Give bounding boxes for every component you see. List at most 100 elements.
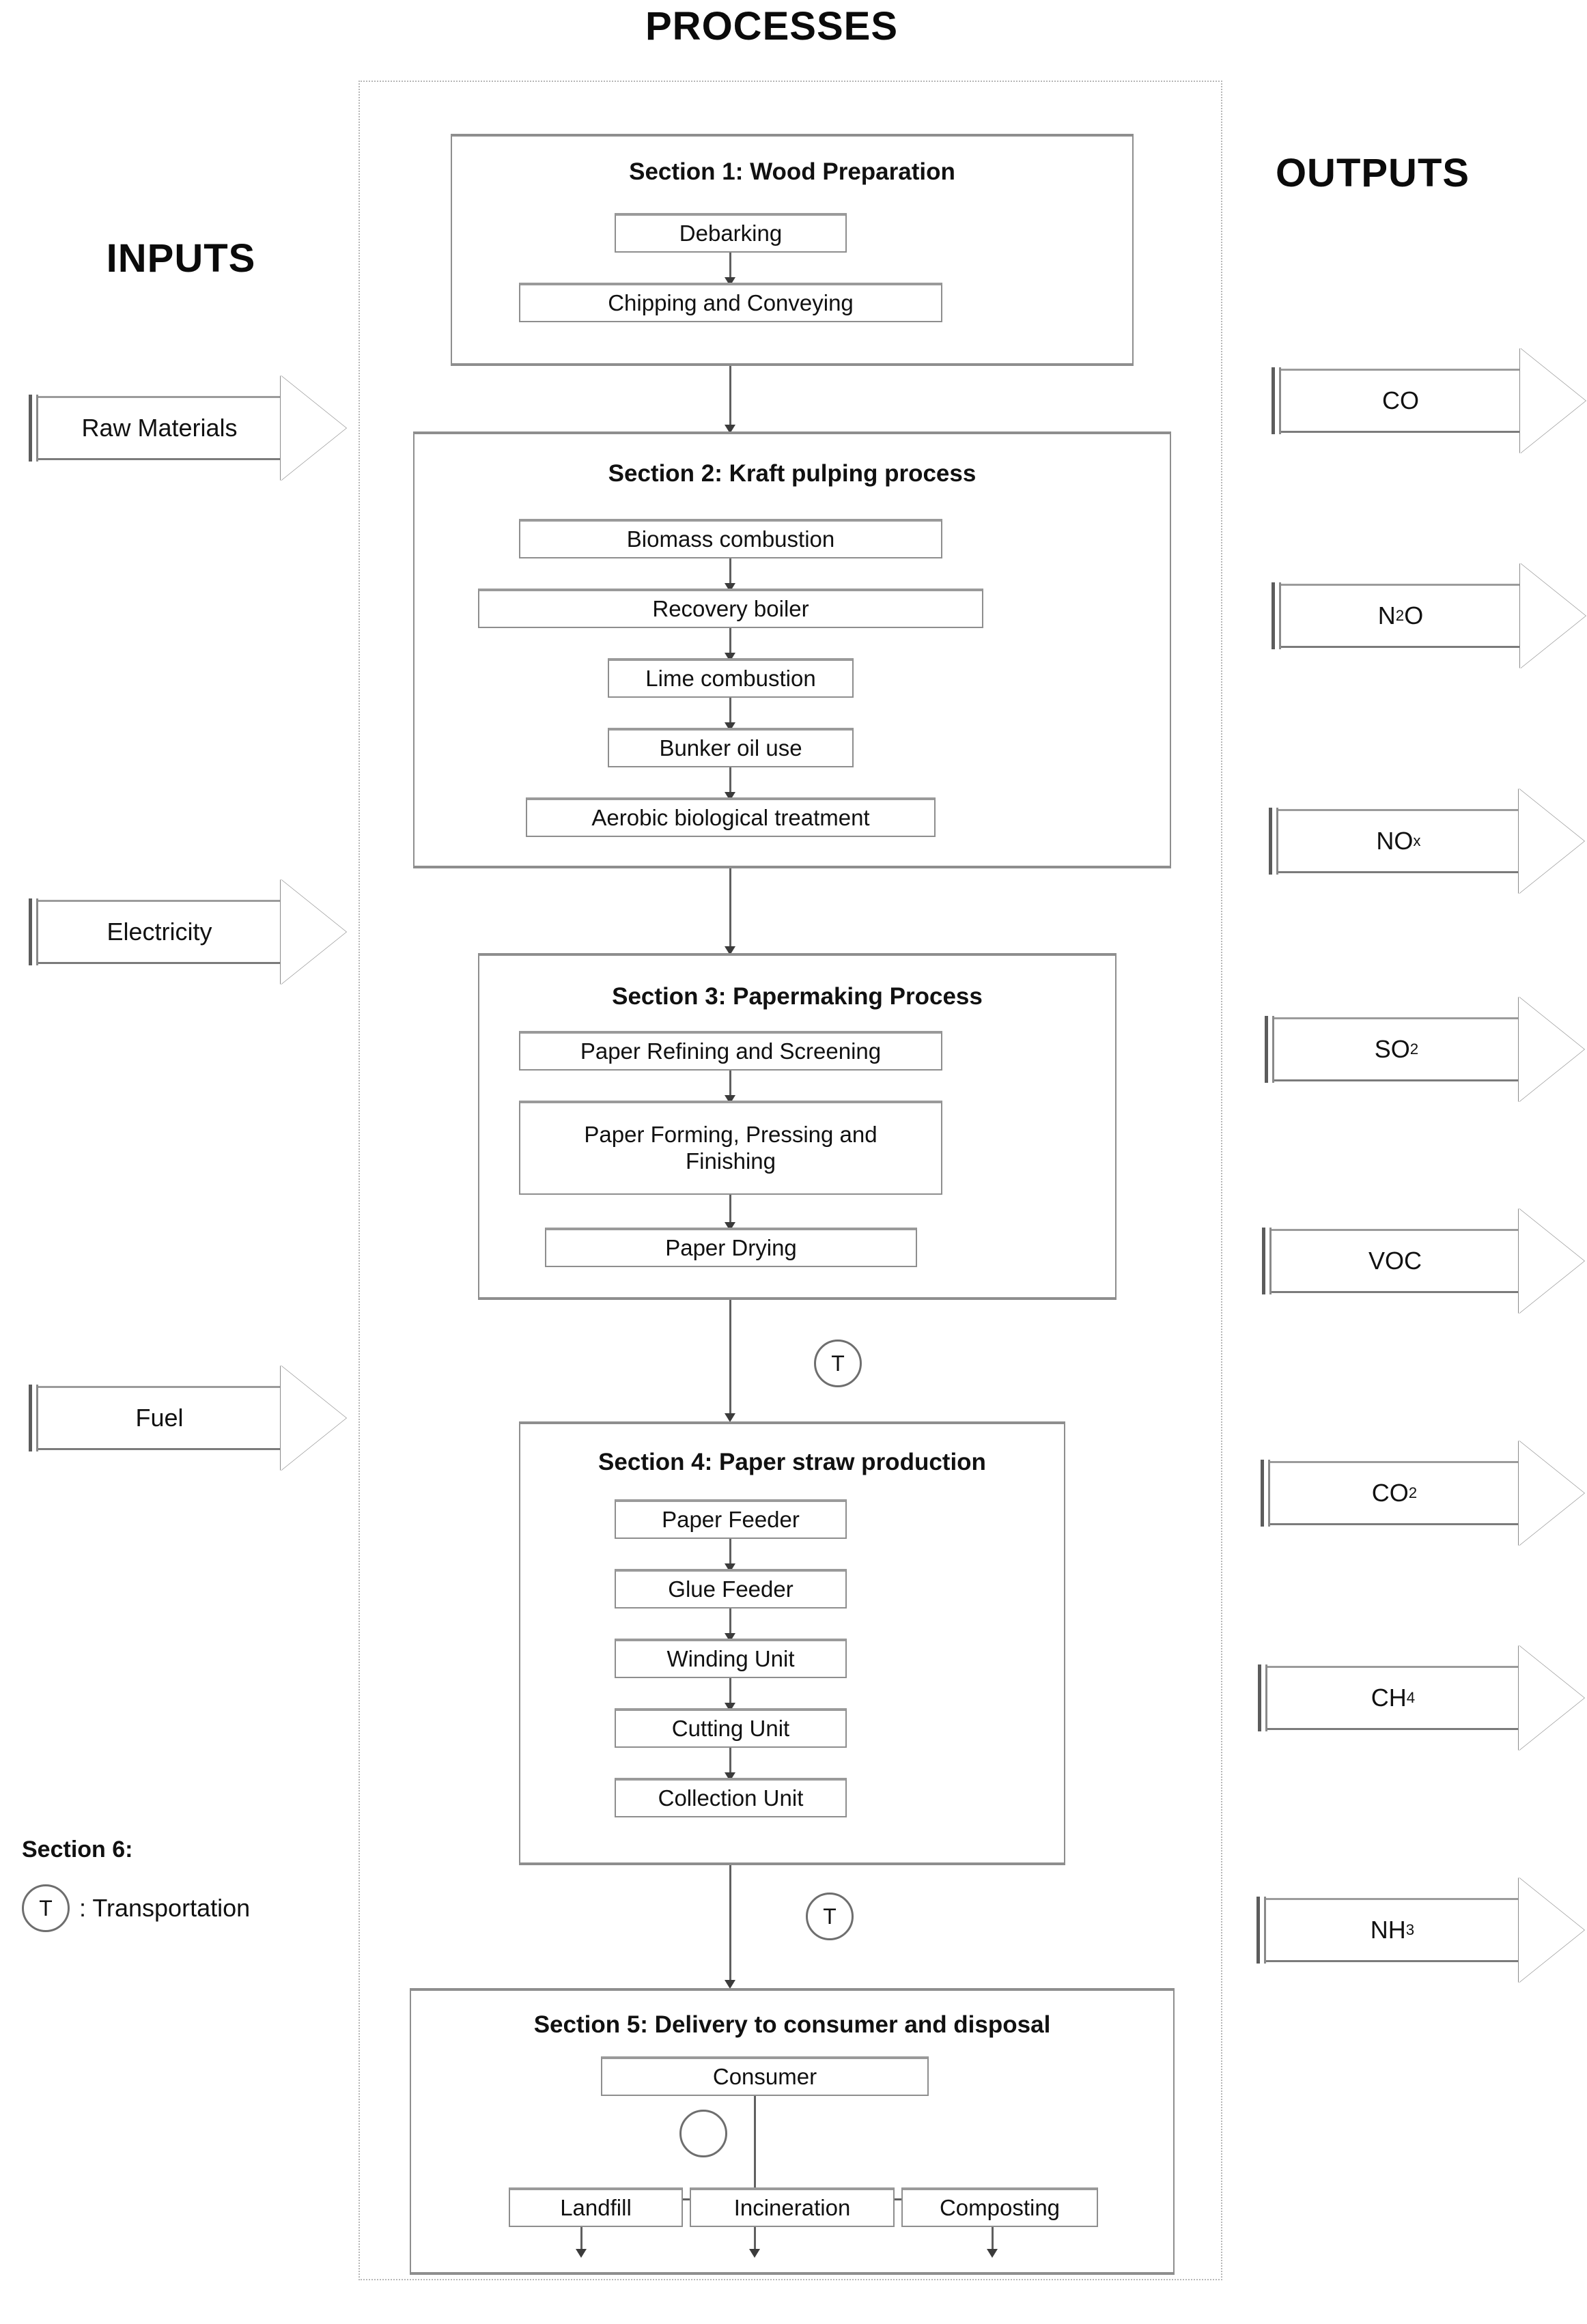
output-arrow-bar-nh3	[1256, 1897, 1266, 1964]
output-arrow-bar-co2	[1261, 1460, 1270, 1527]
input-arrow-bar-electricity	[29, 898, 38, 965]
step-recovery-boiler[interactable]: Recovery boiler	[478, 589, 983, 628]
output-arrow-body-nox	[1278, 809, 1519, 873]
input-arrowhead-fuel	[281, 1365, 346, 1471]
section-4-title: Section 4: Paper straw production	[598, 1449, 986, 1475]
step-paper-drying[interactable]: Paper Drying	[545, 1228, 917, 1267]
step-bunker-oil-use[interactable]: Bunker oil use	[608, 728, 854, 767]
connector-s3-1	[729, 1071, 731, 1101]
output-arrowhead-voc	[1519, 1208, 1584, 1314]
input-arrow-fuel[interactable]: Fuel	[29, 1365, 346, 1471]
step-winding-unit[interactable]: Winding Unit	[615, 1639, 847, 1678]
header-processes: PROCESSES	[645, 4, 898, 48]
output-arrowhead-ch4	[1519, 1645, 1584, 1751]
output-label-sub-nh3: 3	[1405, 1921, 1415, 1938]
input-arrow-label-fuel: Fuel	[135, 1404, 184, 1432]
output-arrow-bar-voc	[1262, 1228, 1272, 1294]
output-arrow-body-nh3	[1266, 1898, 1519, 1962]
step-lime-combustion[interactable]: Lime combustion	[608, 658, 854, 698]
step-collection-unit[interactable]: Collection Unit	[615, 1778, 847, 1817]
step-landfill[interactable]: Landfill	[509, 2187, 683, 2227]
connector-s2-4	[729, 767, 731, 797]
step-composting[interactable]: Composting	[901, 2187, 1098, 2227]
output-arrow-voc[interactable]: VOC	[1262, 1208, 1584, 1314]
step-debarking[interactable]: Debarking	[615, 213, 847, 253]
header-inputs: INPUTS	[106, 236, 256, 281]
arrowhead-s1-s2	[725, 425, 735, 434]
connector-s2-3	[729, 698, 731, 728]
step-paper-refining-screening[interactable]: Paper Refining and Screening	[519, 1031, 942, 1071]
output-label-sub-ch4: 4	[1406, 1689, 1416, 1706]
legend-title: Section 6:	[22, 1837, 133, 1862]
connector-s2-2	[729, 628, 731, 658]
output-label-text-co: CO	[1382, 386, 1419, 414]
output-arrow-body-n2o	[1281, 584, 1520, 648]
output-arrowhead-nh3	[1519, 1877, 1584, 1983]
legend-transport-icon: T	[22, 1884, 70, 1932]
legend-row: T : Transportation	[22, 1884, 250, 1932]
output-arrowhead-co	[1520, 348, 1586, 453]
step-chipping-conveying[interactable]: Chipping and Conveying	[519, 283, 942, 322]
output-label-text-nox: NO	[1376, 827, 1414, 855]
input-arrow-label-electricity: Electricity	[107, 918, 212, 946]
step-incineration[interactable]: Incineration	[690, 2187, 895, 2227]
step-cutting-unit[interactable]: Cutting Unit	[615, 1708, 847, 1748]
output-arrow-bar-so2	[1265, 1016, 1274, 1083]
input-arrow-body-fuel	[38, 1386, 281, 1450]
connector-s4-4	[729, 1748, 731, 1778]
processes-frame	[359, 81, 1222, 2280]
step-aerobic-biological-treatment[interactable]: Aerobic biological treatment	[526, 797, 936, 837]
output-label-text-ch4: CH	[1371, 1684, 1407, 1712]
input-arrow-bar-fuel	[29, 1385, 38, 1451]
connector-s4-1	[729, 1539, 731, 1569]
output-label-sub-co2: 2	[1408, 1484, 1418, 1501]
output-arrow-body-co	[1281, 369, 1520, 433]
output-label-text-voc: VOC	[1368, 1247, 1422, 1275]
output-arrow-body-so2	[1274, 1017, 1519, 1081]
arrowhead-s4-s5	[725, 1980, 735, 1989]
section-5-title: Section 5: Delivery to consumer and disp…	[533, 2011, 1051, 2038]
connector-s4-2	[729, 1609, 731, 1639]
output-arrow-body-co2	[1270, 1461, 1519, 1525]
connector-s2-s3	[729, 868, 731, 952]
input-arrow-label-raw-materials: Raw Materials	[81, 414, 238, 442]
output-label-sub-nox: x	[1413, 832, 1421, 849]
input-arrow-body-electricity	[38, 900, 281, 964]
input-arrowhead-raw-materials	[281, 375, 346, 481]
step-biomass-combustion[interactable]: Biomass combustion	[519, 519, 942, 558]
step-paper-feeder[interactable]: Paper Feeder	[615, 1499, 847, 1539]
input-arrow-raw-materials[interactable]: Raw Materials	[29, 375, 346, 481]
output-arrow-label-voc: VOC	[1272, 1229, 1519, 1293]
step-paper-forming-pressing-finishing[interactable]: Paper Forming, Pressing and Finishing	[519, 1101, 942, 1195]
input-arrow-electricity[interactable]: Electricity	[29, 879, 346, 984]
step-glue-feeder[interactable]: Glue Feeder	[615, 1569, 847, 1609]
connector-s3-2	[729, 1195, 731, 1228]
transport-marker-s3-s4: T	[814, 1340, 862, 1387]
connector-s3-s4	[729, 1300, 731, 1419]
transport-marker-s4-s5: T	[806, 1893, 854, 1940]
output-label-text-nh3: NH	[1370, 1916, 1406, 1944]
step-consumer[interactable]: Consumer	[601, 2056, 929, 2096]
header-outputs: OUTPUTS	[1275, 151, 1470, 195]
section-1-title: Section 1: Wood Preparation	[629, 158, 955, 185]
output-arrow-co[interactable]: CO	[1272, 348, 1586, 453]
connector-s4-3	[729, 1678, 731, 1708]
output-label-text-co2: CO	[1371, 1479, 1409, 1507]
output-label-tail-n2o: O	[1404, 601, 1424, 629]
connector-consumer-trunk	[754, 2096, 756, 2211]
output-arrow-bar-ch4	[1258, 1664, 1267, 1731]
output-arrow-body-voc	[1272, 1229, 1519, 1293]
section-1-box: Section 1: Wood Preparation	[451, 134, 1134, 366]
